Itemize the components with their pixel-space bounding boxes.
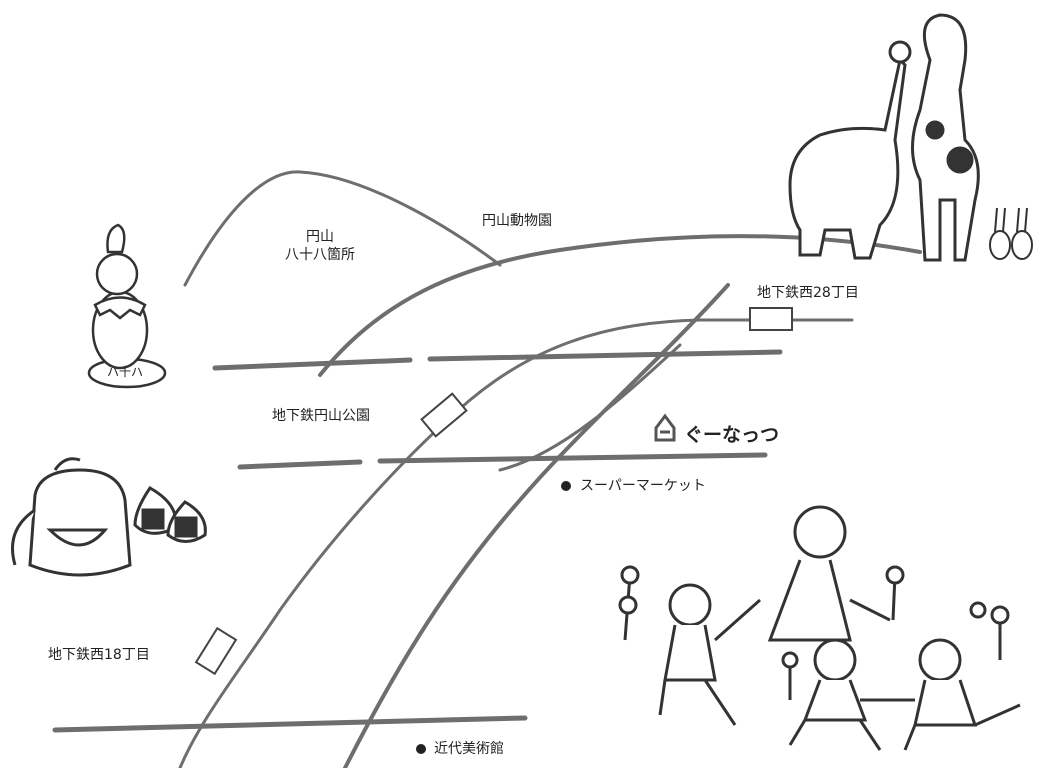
backpack-icon: [11, 457, 132, 577]
station-nishi18-label: 地下鉄西18丁目: [48, 647, 150, 663]
zoo-label: 円山動物園: [482, 213, 552, 229]
shop-house-icon: [654, 413, 676, 442]
station-maruyama-label: 地下鉄円山公園: [272, 408, 370, 424]
road-south: [52, 715, 528, 733]
museum-dot: [416, 744, 426, 754]
mountain-outline: [183, 170, 502, 287]
jizo-statue-icon: [87, 223, 167, 389]
road-middle: [237, 452, 768, 470]
temple-label: 円山 八十八箇所: [285, 228, 355, 264]
station-nishi28-label: 地下鉄西28丁目: [757, 285, 859, 301]
station-nishi18-marker: [194, 626, 238, 676]
road-north: [212, 349, 783, 371]
road-diagonal-west: [498, 343, 682, 472]
rabbits-icon: [989, 207, 1033, 260]
station-maruyama-marker: [420, 392, 468, 438]
museum-label: 近代美術館: [434, 741, 504, 757]
station-nishi28-marker: [749, 307, 793, 331]
road-diagonal-east: [343, 283, 730, 768]
rice-balls-icon: [133, 486, 207, 543]
subway-line: [178, 318, 854, 768]
temple-label-line1: 円山: [306, 229, 334, 245]
children-icon: [618, 505, 1021, 751]
statue-base-text: ハ十ハ: [107, 365, 144, 379]
supermarket-label: スーパーマーケット: [580, 478, 706, 494]
shop-label: ぐーなっつ: [684, 424, 780, 446]
supermarket-dot: [561, 481, 571, 491]
temple-label-line2: 八十八箇所: [285, 247, 355, 264]
elephant-giraffe-icon: [788, 13, 980, 262]
